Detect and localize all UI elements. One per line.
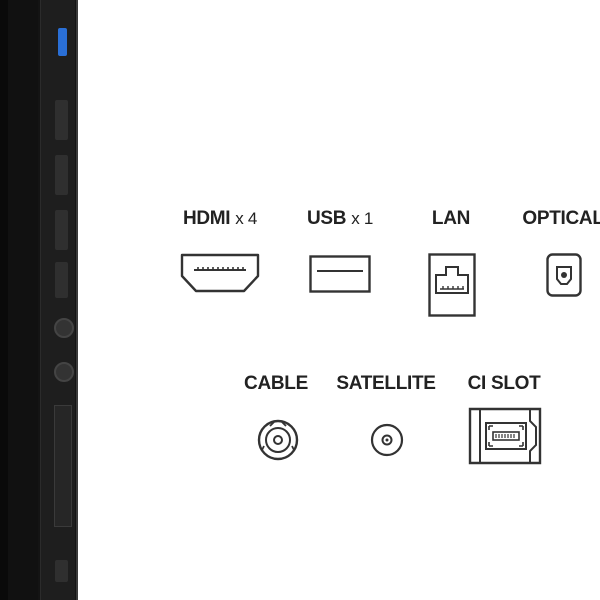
tv-bezel (8, 0, 38, 600)
tv-ci-slot (54, 405, 72, 527)
lan-label: LAN (431, 208, 471, 229)
hdmi-port-icon (180, 253, 260, 293)
usb-label: USB (307, 208, 347, 229)
tv-hdmi-port-2 (55, 155, 68, 195)
tv-hdmi-port-3 (55, 210, 68, 250)
optical-label: OPTICAL (522, 208, 600, 229)
coax-cable-port-icon (257, 419, 299, 461)
hdmi-count: x 4 (235, 209, 258, 228)
hdmi-label: HDMI (182, 208, 231, 229)
optical-port-icon (546, 253, 582, 297)
satellite-port-icon (370, 423, 404, 457)
tv-bottom-port (55, 560, 68, 582)
cable-label: CABLE (244, 373, 308, 394)
tv-edge (0, 0, 8, 600)
ci-slot-icon (468, 407, 542, 465)
tv-edge-strip (76, 0, 78, 600)
usb-port-icon (309, 255, 371, 293)
usb-count: x 1 (351, 209, 373, 228)
tv-side-panel (0, 0, 78, 600)
hdmi-label-group: HDMI x 4 (183, 208, 257, 230)
lan-port-icon (428, 253, 476, 317)
tv-coax-port (54, 318, 74, 338)
usb-label-group: USB x 1 (307, 208, 373, 230)
satellite-label: SATELLITE (336, 373, 436, 394)
ci-slot-label: CI SLOT (467, 373, 541, 394)
tv-satellite-port (54, 362, 74, 382)
tv-hdmi-port-4 (55, 262, 68, 298)
tv-hdmi-port-1 (55, 100, 68, 140)
tv-usb-port (58, 28, 67, 56)
